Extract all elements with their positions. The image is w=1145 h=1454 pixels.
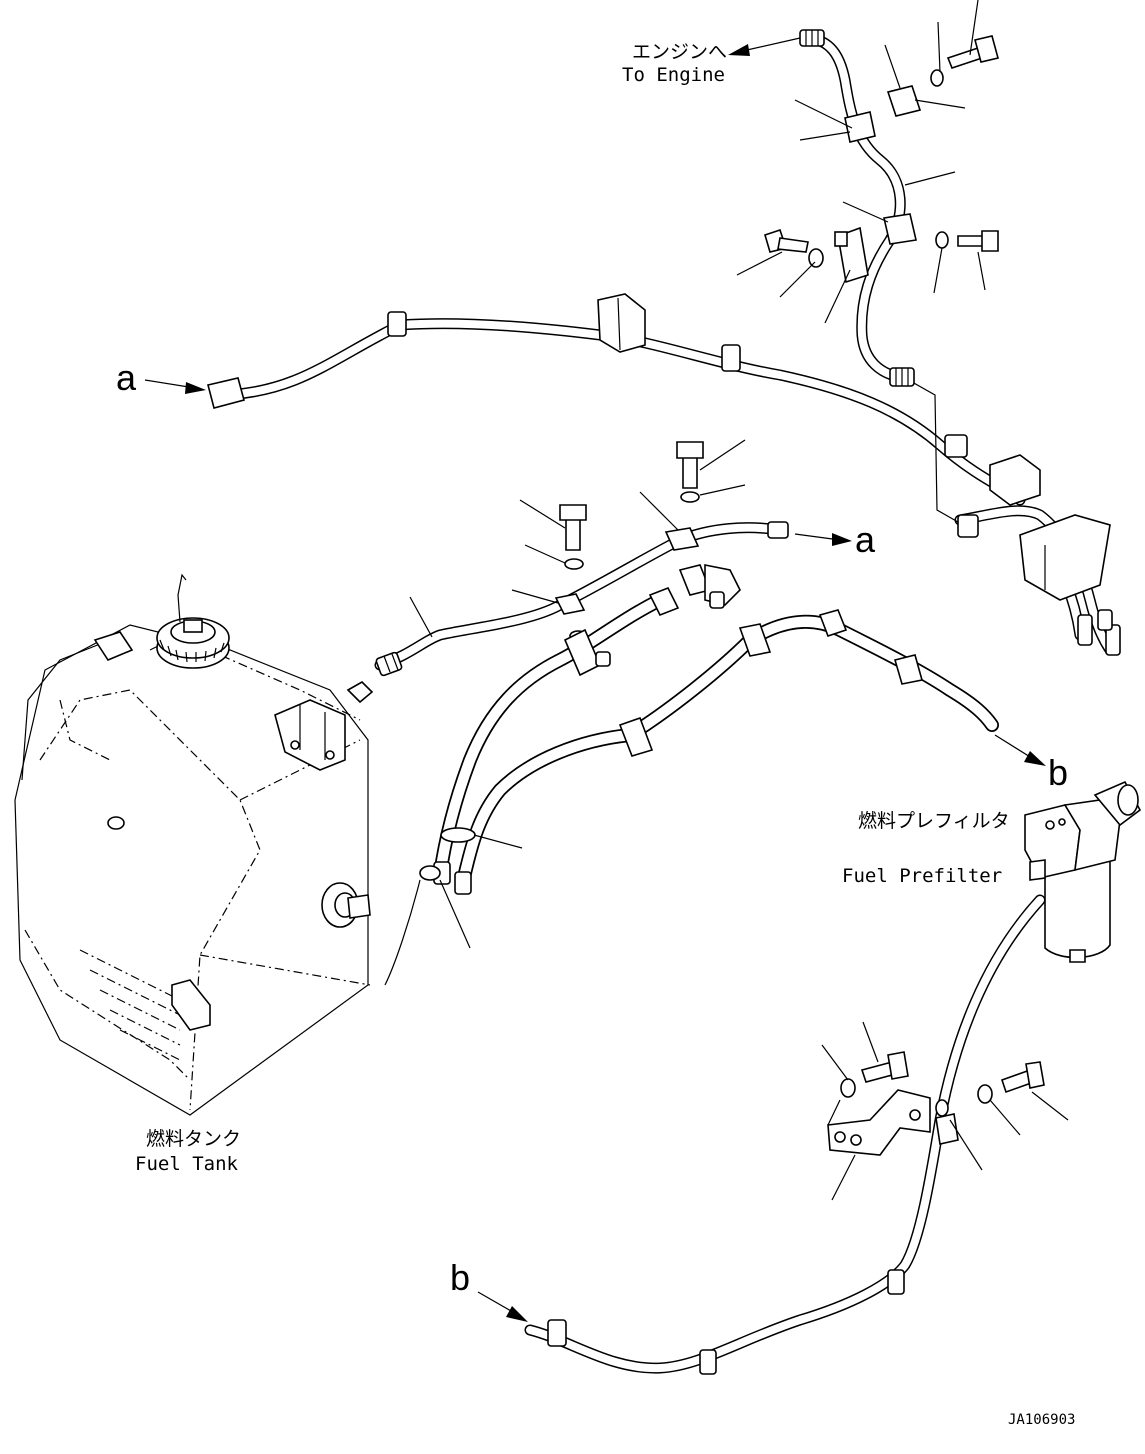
arrow-icon [144, 379, 206, 394]
fuel-tank-label-en: Fuel Tank [135, 1153, 239, 1175]
bracket-icon [827, 1089, 931, 1156]
connection-marker-a-right: a [855, 519, 876, 560]
leader-line [473, 834, 523, 849]
leader-line [904, 377, 959, 523]
drawing-number: JA106903 [1008, 1412, 1075, 1428]
filler-cap-icon [156, 573, 230, 669]
fuel-tank-label-jp: 燃料タンク [146, 1128, 241, 1150]
bolt-icon [559, 441, 704, 551]
washer-icon [808, 69, 949, 268]
to-engine-arrow-icon [728, 37, 801, 56]
fuel-hose-icon [433, 593, 999, 892]
connection-marker-b-left: b [450, 1257, 470, 1298]
arrow-icon [477, 1291, 528, 1322]
fuel-prefilter-icon [1024, 780, 1142, 963]
hose-clamp-icon [547, 1113, 959, 1375]
arrow-icon [794, 533, 852, 546]
leader-lines-mid [409, 439, 746, 638]
fuel-pipe-icon [799, 29, 915, 387]
hose-clamp-icon [419, 564, 924, 895]
bolt-icon [764, 35, 999, 253]
connection-marker-a-left: a [116, 357, 137, 398]
fuel-prefilter-label-jp: 燃料プレフィルタ [858, 810, 1010, 832]
to-engine-label-en: To Engine [622, 64, 725, 86]
hose-clamp-icon [554, 527, 700, 615]
leader-lines-top [736, 0, 986, 324]
leader-line [384, 879, 421, 986]
washer-icon [840, 1078, 993, 1117]
tank-return-nipple-icon [346, 681, 374, 704]
tank-outlet-fitting-icon [321, 882, 371, 928]
fuel-tank-icon [14, 573, 374, 1116]
to-engine-label-jp: エンジンへ [632, 41, 727, 63]
hose-clamp-icon [834, 85, 922, 284]
leader-lines-lower [821, 1021, 1069, 1201]
fuel-prefilter-label-en: Fuel Prefilter [842, 865, 1002, 887]
bolt-icon [860, 1051, 1045, 1094]
leader-line [439, 879, 471, 949]
tank-mounting-bracket-icon [93, 631, 346, 1031]
arrow-icon [994, 734, 1046, 766]
fuel-hose-icon [524, 894, 1046, 1374]
hose-clamp-icon [207, 293, 1121, 656]
connection-marker-b-right: b [1048, 752, 1068, 793]
